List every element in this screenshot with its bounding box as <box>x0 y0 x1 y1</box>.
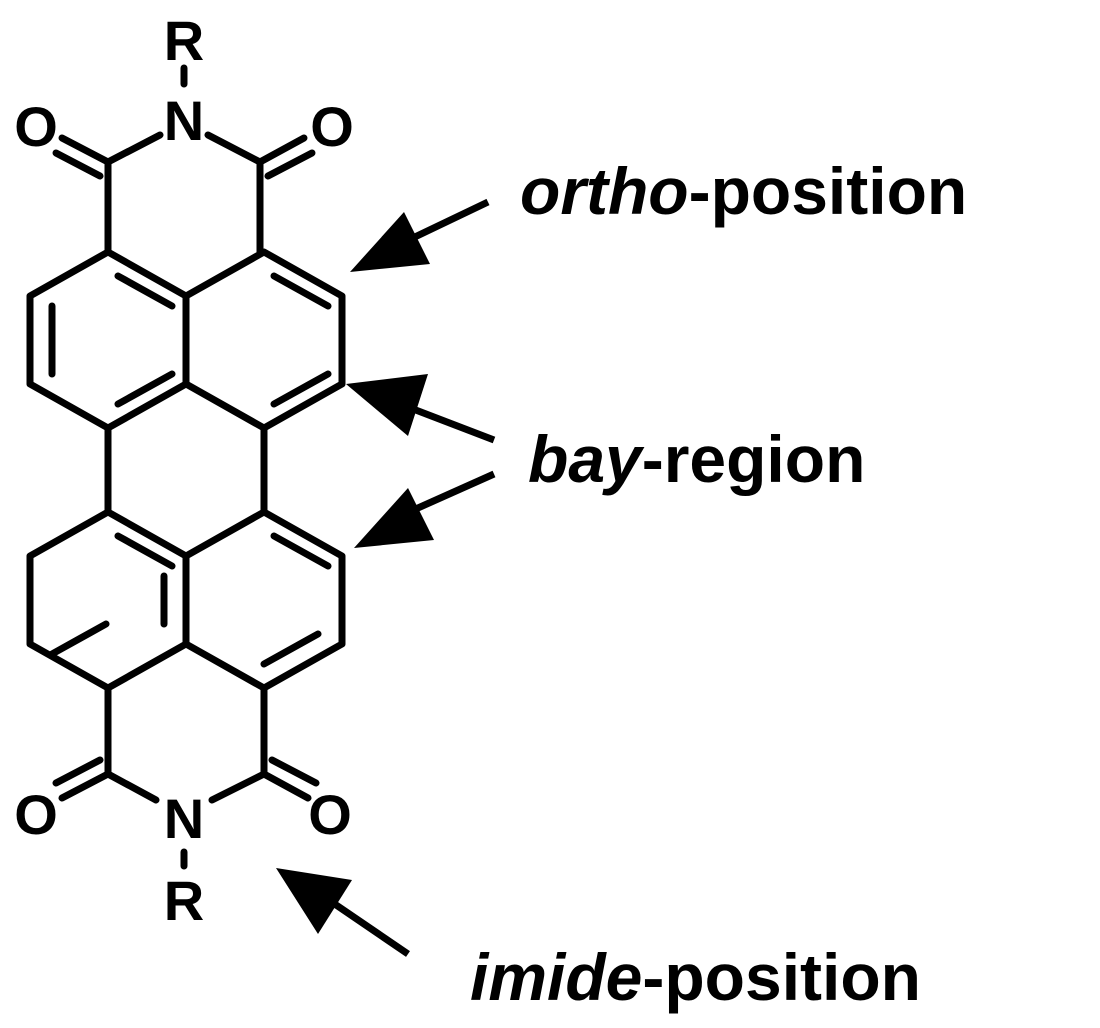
bond-c-o-left-top-double <box>52 149 104 180</box>
bay-upper-arrow-head <box>346 374 428 436</box>
bond-lower-double-1 <box>114 532 176 570</box>
label-imide-rest: -position <box>642 940 921 1014</box>
bond-c-o-left-bottom-double <box>52 756 104 787</box>
label-imide-italic: imide <box>470 940 642 1014</box>
bond-n-c-right-bottom <box>208 770 268 804</box>
position-labels: ortho-position bay-region imide-position <box>470 154 967 1014</box>
bond-c-o-right-bottom-double <box>268 756 320 787</box>
bond-lower-double-3 <box>48 620 110 658</box>
bay-lower-arrow-head <box>354 488 434 548</box>
bond-lower-double-5 <box>260 630 322 668</box>
bond-c-o-right-top <box>256 134 308 166</box>
atom-o-top-right: O <box>310 95 354 158</box>
label-bay-italic: bay <box>528 422 645 496</box>
atom-o-top-left: O <box>14 95 58 158</box>
atom-r-top: R <box>164 9 204 72</box>
atom-o-bottom-right: O <box>308 783 352 846</box>
ortho-arrow-head <box>350 212 430 272</box>
bond-c-o-right-bottom <box>260 770 312 802</box>
label-ortho-italic: ortho <box>520 154 689 228</box>
bond-c-o-left-top <box>58 134 112 166</box>
atom-n-bottom: N <box>164 787 204 850</box>
bond-c-o-left-bottom <box>58 770 112 802</box>
label-ortho-position: ortho-position <box>520 154 967 228</box>
arrows <box>276 198 496 957</box>
bond-upper-double-3 <box>114 370 176 408</box>
bond-upper-double-5 <box>270 370 332 408</box>
bond-upper-double-4 <box>270 272 332 310</box>
label-imide-position: imide-position <box>470 940 921 1014</box>
imide-arrow-head <box>276 868 352 934</box>
molecule-bonds <box>26 64 346 870</box>
atom-n-top: N <box>164 89 204 152</box>
atom-labels: R N O O O O N R <box>14 9 354 932</box>
bond-lower-double-4 <box>270 532 332 570</box>
bond-n-c-left-top <box>104 131 164 166</box>
label-bay-region: bay-region <box>528 422 865 496</box>
label-bay-rest: -region <box>642 422 866 496</box>
bond-n-c-right-top <box>204 131 264 166</box>
atom-o-bottom-left: O <box>14 783 58 846</box>
atom-r-bottom: R <box>164 869 204 932</box>
bond-upper-double-2 <box>114 272 176 310</box>
bond-n-c-left-bottom <box>104 770 160 804</box>
label-ortho-rest: -position <box>689 154 968 228</box>
bond-c-o-right-top-double <box>264 149 316 180</box>
